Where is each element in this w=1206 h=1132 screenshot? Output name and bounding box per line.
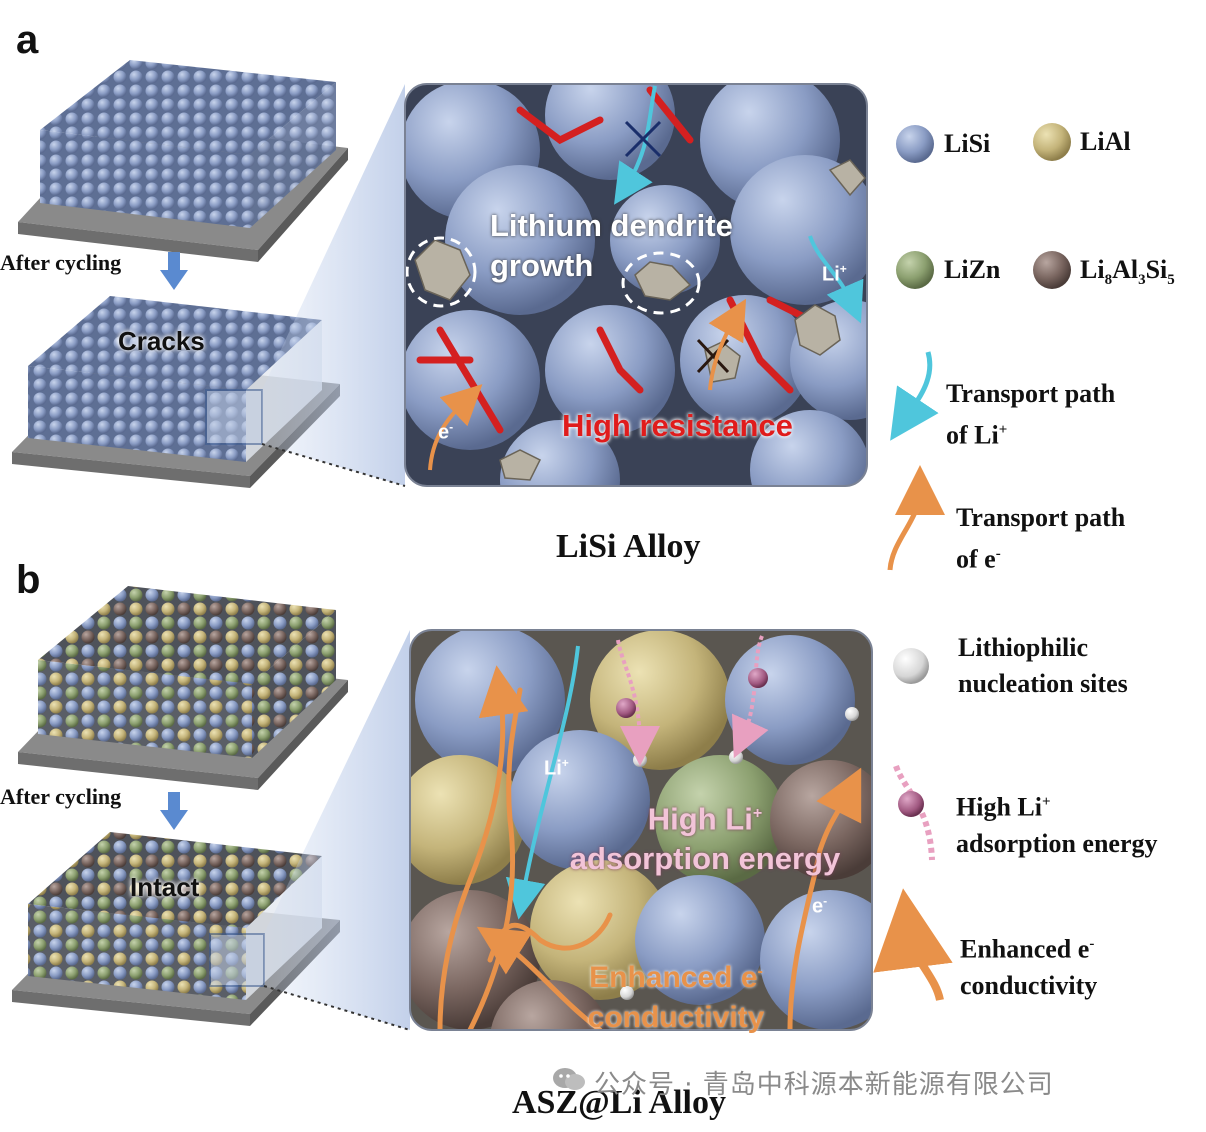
legend-enhanced-icon bbox=[873, 888, 953, 1001]
legend-lisi-swatch bbox=[896, 125, 934, 163]
intact-label: Intact bbox=[130, 872, 200, 902]
li-label-b: Li+ bbox=[544, 756, 569, 780]
watermark-text: 公众号 · 青岛中科源本新能源有限公司 bbox=[594, 1070, 1054, 1100]
legend-e-path-icon bbox=[887, 465, 945, 571]
legend-nucleation-label: Lithiophilic nucleation sites bbox=[958, 633, 1128, 698]
legend-adsorption-label: High Li+ adsorption energy bbox=[956, 792, 1158, 858]
legend-lial-label: LiAl bbox=[1080, 127, 1131, 156]
legend-lial-swatch bbox=[1033, 123, 1071, 161]
high-resistance-label: High resistance bbox=[562, 408, 793, 443]
asz-block-initial bbox=[18, 586, 348, 790]
after-cycling-arrow-b bbox=[160, 792, 188, 830]
wechat-icon bbox=[552, 1066, 586, 1092]
legend-li8al3si5-label: Li8Al3Si5 bbox=[1080, 255, 1175, 289]
zoom-cone-b bbox=[264, 630, 410, 1030]
legend-enhanced-label: Enhanced e- conductivity bbox=[960, 934, 1098, 1000]
legend-nucleation-swatch bbox=[893, 648, 929, 684]
legend-li-path-icon bbox=[890, 351, 939, 441]
legend-li8al3si5-swatch bbox=[1033, 251, 1071, 289]
legend-transport-e-label: Transport path of e- bbox=[956, 503, 1126, 574]
panel-letter-a: a bbox=[16, 18, 39, 62]
legend bbox=[873, 123, 1071, 1001]
legend-transport-li-label: Transport path of Li+ bbox=[946, 379, 1116, 450]
legend-lisi-label: LiSi bbox=[944, 129, 991, 158]
after-cycling-label-b: After cycling bbox=[0, 784, 122, 809]
lisi-block-initial bbox=[18, 60, 348, 262]
asz-alloy-title: ASZ@Li Alloy bbox=[512, 1084, 726, 1121]
zoom-panel-a bbox=[405, 84, 867, 486]
e-label-a: e- bbox=[438, 420, 454, 444]
legend-lizn-label: LiZn bbox=[944, 255, 1001, 284]
after-cycling-arrow-a bbox=[160, 252, 188, 290]
after-cycling-label-a: After cycling bbox=[0, 250, 122, 275]
enhanced-conductivity-label: Enhanced e- conductivity bbox=[587, 961, 765, 1034]
legend-lizn-swatch bbox=[896, 251, 934, 289]
lisi-alloy-title: LiSi Alloy bbox=[556, 528, 701, 565]
e-label-b: e- bbox=[812, 894, 828, 918]
cracks-label: Cracks bbox=[118, 326, 205, 356]
dendrite-growth-label: Lithium dendrite growth bbox=[490, 208, 733, 283]
li-label-a: Li+ bbox=[822, 262, 847, 286]
panel-letter-b: b bbox=[16, 558, 41, 602]
zoom-cone-a bbox=[262, 84, 405, 486]
zoom-panel-b bbox=[410, 630, 872, 1030]
high-adsorption-label: High Li+ adsorption energy bbox=[569, 801, 841, 877]
